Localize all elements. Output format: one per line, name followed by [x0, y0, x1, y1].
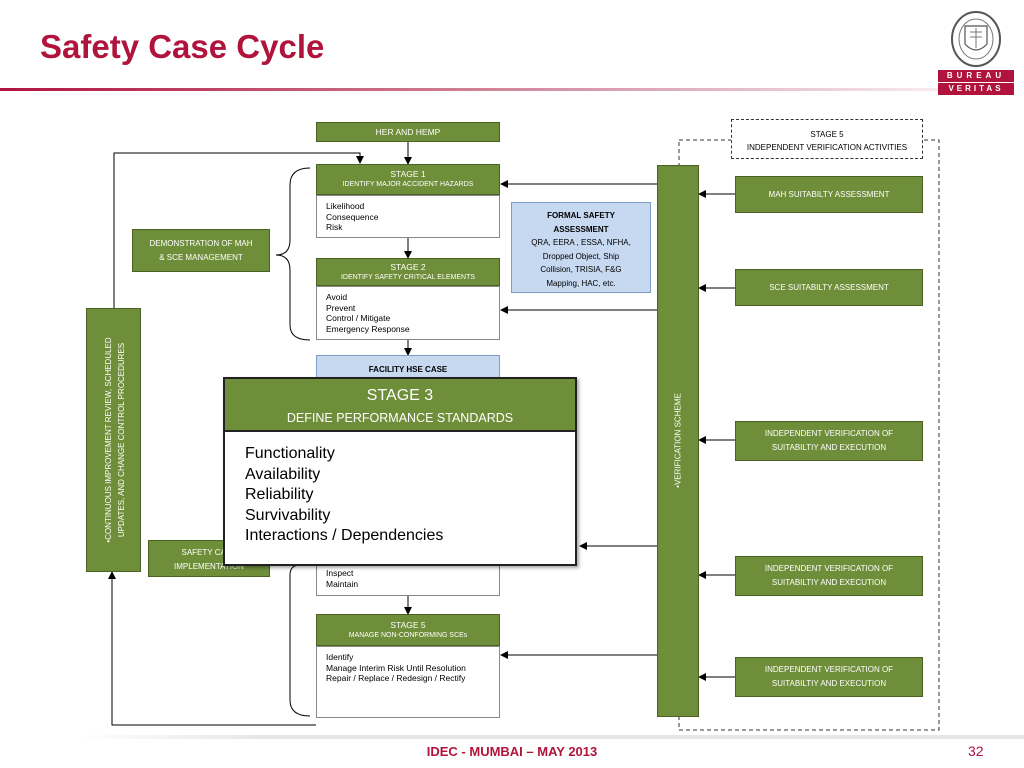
independent-verification-box: INDEPENDENT VERIFICATION OF SUITABILTIY … [735, 556, 923, 596]
list-item: Identify [326, 652, 354, 662]
verification-scheme-label: •VERIFICATION SCHEME [673, 393, 683, 488]
sce-suitability-box: SCE SUITABILTY ASSESSMENT [735, 269, 923, 306]
fsa-line: Collision, TRISIA, F&G [540, 265, 622, 274]
fsa-line: Mapping, HAC, etc. [546, 278, 616, 288]
stage1-title: STAGE 1 [390, 169, 426, 179]
iv-stage-title: STAGE 5 [810, 130, 844, 139]
demonstration-box: DEMONSTRATION OF MAH & SCE MANAGEMENT [132, 229, 270, 272]
stage3-body: Functionality Availability Reliability S… [225, 432, 575, 547]
independent-verification-box: INDEPENDENT VERIFICATION OF SUITABILTIY … [735, 421, 923, 461]
list-item: Reliability [245, 486, 314, 503]
stage5-subtitle: MANAGE NON-CONFORMING SCEs [348, 631, 468, 639]
stage2-body: Avoid Prevent Control / Mitigate Emergen… [316, 286, 500, 340]
ci-line-2: UPDATES, AND CHANGE CONTROL PROCEDURES [117, 342, 126, 538]
fsa-title-2: ASSESSMENT [553, 224, 609, 234]
stage1-subtitle: IDENTIFY MAJOR ACCIDENT HAZARDS [342, 181, 474, 188]
continuous-improvement-label: •CONTINUOUS IMPROVEMENT REVIEW, SCHEDULE… [102, 308, 128, 572]
stage5-title: STAGE 5 [390, 619, 426, 630]
list-item: Inspect [326, 568, 354, 578]
list-item: Interactions / Dependencies [245, 527, 444, 544]
list-item: Likelihood [326, 201, 365, 211]
stage1-header: STAGE 1 IDENTIFY MAJOR ACCIDENT HAZARDS [316, 164, 500, 195]
logo-word-2: VERITAS [938, 83, 1014, 95]
ivb-line-1: INDEPENDENT VERIFICATION OF [764, 429, 894, 438]
list-item: Prevent [326, 302, 356, 313]
ivb-line-2: SUITABILTIY AND EXECUTION [771, 443, 887, 452]
list-item: Risk [326, 222, 343, 232]
seal-icon [951, 11, 1001, 67]
stage2-subtitle: IDENTIFY SAFETY CRITICAL ELEMENTS [340, 273, 476, 281]
bureau-veritas-logo: BUREAU VERITAS [938, 10, 1014, 95]
list-item: Maintain [326, 578, 359, 589]
footer-divider [76, 735, 1024, 739]
list-item: Availability [245, 465, 321, 483]
sci-line-1: SAFETY CASE [181, 548, 237, 557]
list-item: Functionality [245, 445, 335, 462]
formal-safety-assessment-box: FORMAL SAFETY ASSESSMENT QRA, EERA , ESS… [511, 202, 651, 293]
logo-word-1: BUREAU [938, 70, 1014, 82]
demo-line-1: DEMONSTRATION OF MAH [149, 239, 253, 248]
ivb-line-1: INDEPENDENT VERIFICATION OF [764, 564, 894, 573]
list-item: Emergency Response [326, 323, 410, 334]
page-number: 32 [968, 743, 984, 759]
ci-line-1: •CONTINUOUS IMPROVEMENT REVIEW, SCHEDULE… [104, 337, 113, 543]
ivb-line-1: INDEPENDENT VERIFICATION OF [764, 665, 894, 674]
stage2-header: STAGE 2 IDENTIFY SAFETY CRITICAL ELEMENT… [316, 258, 500, 286]
fsa-line: QRA, EERA , ESSA, NFHA, [531, 238, 631, 247]
independent-verification-stage-box: STAGE 5 INDEPENDENT VERIFICATION ACTIVIT… [731, 119, 923, 159]
sci-line-2: IMPLEMENTATION [174, 562, 244, 571]
list-item: Control / Mitigate [326, 313, 391, 323]
stage2-title: STAGE 2 [390, 261, 426, 272]
her-hemp-box: HER AND HEMP [316, 122, 500, 142]
stage5-body: Identify Manage Interim Risk Until Resol… [316, 646, 500, 718]
page-title: Safety Case Cycle [40, 28, 325, 65]
list-item: Manage Interim Risk Until Resolution [326, 662, 466, 673]
list-item: Survivability [245, 506, 331, 524]
ivb-line-2: SUITABILTIY AND EXECUTION [771, 679, 887, 688]
stage1-body: Likelihood Consequence Risk [316, 195, 500, 238]
demo-line-2: & SCE MANAGEMENT [159, 253, 243, 262]
list-item: Consequence [326, 211, 379, 222]
list-item: Avoid [326, 292, 348, 302]
stage3-subtitle: DEFINE PERFORMANCE STANDARDS [286, 411, 514, 425]
ivb-line-2: SUITABILTIY AND EXECUTION [771, 578, 887, 587]
stage3-title: STAGE 3 [366, 387, 434, 404]
fsa-title-1: FORMAL SAFETY [547, 211, 615, 220]
list-item: Repair / Replace / Redesign / Rectify [326, 673, 466, 683]
mah-suitability-box: MAH SUITABILTY ASSESSMENT [735, 176, 923, 213]
stage5-header: STAGE 5 MANAGE NON-CONFORMING SCEs [316, 614, 500, 646]
independent-verification-box: INDEPENDENT VERIFICATION OF SUITABILTIY … [735, 657, 923, 697]
title-divider [0, 88, 1024, 91]
continuous-improvement-box: •CONTINUOUS IMPROVEMENT REVIEW, SCHEDULE… [86, 308, 141, 572]
footer-text: IDEC - MUMBAI – MAY 2013 [426, 744, 598, 759]
stage3-callout: STAGE 3 DEFINE PERFORMANCE STANDARDS Fun… [223, 377, 577, 566]
verification-scheme-bar: •VERIFICATION SCHEME [657, 165, 699, 717]
fsa-line: Dropped Object, Ship [542, 251, 620, 261]
iv-stage-subtitle: INDEPENDENT VERIFICATION ACTIVITIES [746, 143, 908, 152]
stage3-header: STAGE 3 DEFINE PERFORMANCE STANDARDS [225, 379, 575, 432]
